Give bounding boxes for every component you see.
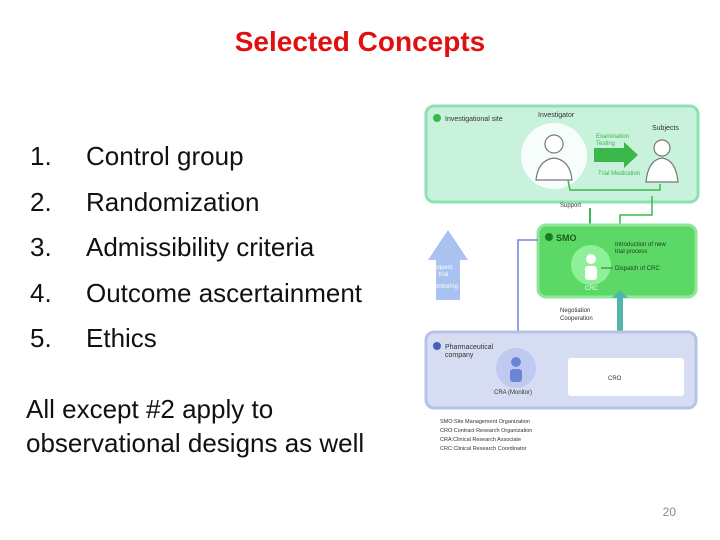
list-item: 5. Ethics xyxy=(30,320,362,366)
medication-line xyxy=(567,179,661,191)
legend-cra: CRA:Clinical Research Associate xyxy=(440,437,521,443)
request-line1: Request xyxy=(430,265,453,271)
dispatch-label: Dispatch of CRC xyxy=(615,266,660,272)
list-item: 2. Randomization xyxy=(30,184,362,230)
crc-glow xyxy=(571,245,611,285)
list-item: 3. Admissibility criteria xyxy=(30,229,362,275)
item-label: Outcome ascertainment xyxy=(86,277,363,308)
item-label: Ethics xyxy=(86,323,157,353)
list-item: 1. Control group xyxy=(30,138,362,184)
item-number: 2. xyxy=(30,186,52,217)
cra-label: CRA (Monitor) xyxy=(494,390,532,396)
legend-smo: SMO:Site Management Organization xyxy=(440,419,530,425)
item-number: 4. xyxy=(30,277,52,308)
crc-icon xyxy=(586,254,596,264)
request-line2: for trial xyxy=(430,272,448,278)
legend-crc: CRC:Clinical Research Coordinator xyxy=(440,446,527,452)
crc-label: CRC xyxy=(585,286,599,292)
support-label: Support xyxy=(560,203,581,209)
item-number: 1. xyxy=(30,141,52,171)
smo-dot-icon xyxy=(545,233,553,241)
cooperation-label: Cooperation xyxy=(560,316,593,322)
examination-arrow-icon xyxy=(594,142,638,168)
item-number: 3. xyxy=(30,232,52,262)
legend-cro: CRO:Contract Research Organization xyxy=(440,428,532,434)
concept-list: 1. Control group 2. Randomization 3. Admiss… xyxy=(30,138,362,366)
negotiation-label: Negotiation xyxy=(560,308,590,314)
slide-title: Selected Concepts xyxy=(234,26,486,57)
pharma-line2: company xyxy=(445,352,474,359)
cro-label: CRO xyxy=(608,376,622,382)
cra-icon xyxy=(511,357,521,367)
item-label: Admissibility criteria xyxy=(86,232,315,262)
monitoring-label: Monitoring xyxy=(430,284,458,290)
item-label: Control group xyxy=(86,141,244,171)
page-number: 20 xyxy=(662,505,676,519)
intro-line2: trial process xyxy=(615,249,647,255)
pharma-dot-icon xyxy=(433,342,441,350)
clinical-trial-diagram: Investigational site Investigator Examin… xyxy=(424,104,700,452)
cra-body-icon xyxy=(510,369,522,382)
intro-line1: Introduction of new xyxy=(615,242,666,248)
observational-note: All except #2 apply to observational des… xyxy=(26,394,365,458)
investigator-body-icon xyxy=(535,157,573,181)
investigator-label: Investigator xyxy=(538,112,575,119)
cra-glow xyxy=(496,348,536,388)
item-number: 5. xyxy=(30,323,52,353)
testing-label: Testing xyxy=(596,141,615,147)
site-dot-icon xyxy=(433,114,441,122)
pharma-line1: Pharmaceutical xyxy=(445,344,494,351)
monitoring-arrow-icon xyxy=(428,230,468,300)
negotiation-arrow-icon xyxy=(612,290,628,340)
subject-body-icon xyxy=(645,157,679,183)
trial-medication-label: Trial Medication xyxy=(598,171,640,177)
monitoring-connector xyxy=(517,239,538,346)
subject-icon xyxy=(653,139,671,157)
list-item: 4. Outcome ascertainment xyxy=(30,275,362,321)
cro-box xyxy=(568,358,684,396)
smo-label: SMO xyxy=(556,233,577,243)
investigator-icon xyxy=(544,134,564,154)
examination-label: Examination xyxy=(596,134,629,140)
item-label: Randomization xyxy=(86,186,260,217)
subjects-label: Subjects xyxy=(652,125,679,132)
crc-body-icon xyxy=(585,266,597,280)
site-label: Investigational site xyxy=(445,116,503,123)
